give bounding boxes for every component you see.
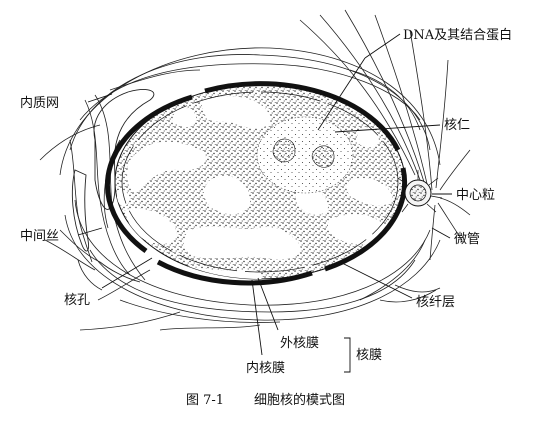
label-dna-protein: DNA及其结合蛋白 xyxy=(403,27,512,43)
leader-lines xyxy=(77,33,452,373)
cytoskeleton-filaments xyxy=(39,9,471,331)
figure-number: 图 7-1 xyxy=(186,393,224,408)
label-intermediate-filament: 中间丝 xyxy=(20,229,59,244)
label-nuclear-lamina: 核纤层 xyxy=(416,295,455,310)
label-nuclear-envelope: 核膜 xyxy=(356,348,382,363)
nucleus xyxy=(114,84,406,280)
label-microtubule: 微管 xyxy=(454,232,480,247)
label-outer-membrane: 外核膜 xyxy=(280,336,319,351)
label-nucleolus: 核仁 xyxy=(444,118,470,133)
nucleolus-dense-bodies xyxy=(272,138,335,168)
nuclear-envelope xyxy=(104,81,408,286)
centriole xyxy=(397,170,443,213)
figure-title: 细胞核的模式图 xyxy=(254,392,345,408)
label-inner-membrane: 内核膜 xyxy=(246,360,285,376)
label-er: 内质网 xyxy=(20,95,59,111)
label-centriole: 中心粒 xyxy=(456,188,495,203)
label-nuclear-pore: 核孔 xyxy=(64,293,90,308)
